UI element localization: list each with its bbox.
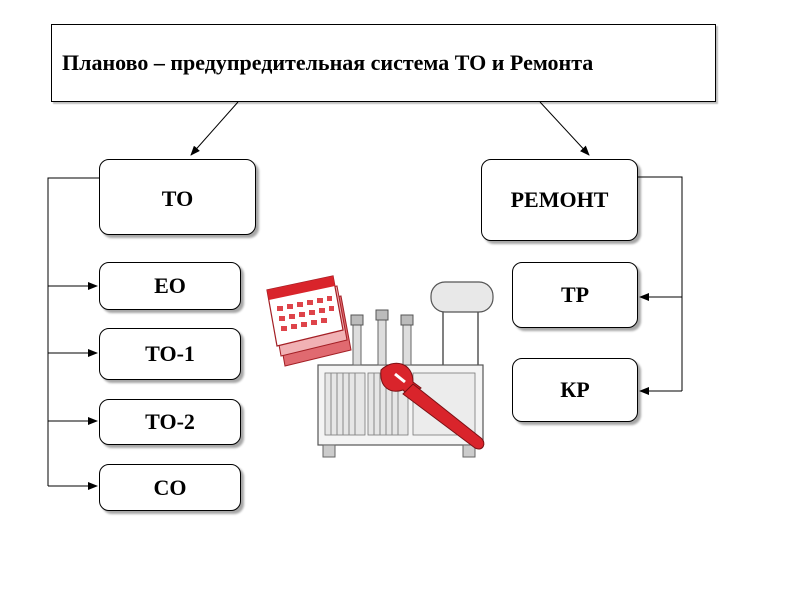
tr-box: ТР [512,262,638,328]
co-box: СО [99,464,241,511]
kr-box: КР [512,358,638,422]
to2-label: ТО-2 [145,409,195,434]
calendar-icon [266,275,352,367]
co-label: СО [153,474,187,500]
arrow-title-to-to [190,101,239,156]
tr-label: ТР [560,282,590,307]
arrow-title-to-remont [539,101,590,156]
bracket-right [638,176,683,391]
eo-label: ЕО [154,273,186,298]
to-label: ТО [161,186,194,211]
system-title-box: Планово – предупредительная система ТО и… [51,24,716,102]
maintenance-illustration [266,275,494,458]
system-title: Планово – предупредительная система ТО и… [62,50,594,75]
to-box: ТО [99,159,256,235]
bracket-left [47,177,99,486]
wrench-icon [380,362,485,450]
eo-box: ЕО [99,262,241,310]
to2-box: ТО-2 [99,399,241,445]
to1-box: ТО-1 [99,328,241,380]
kr-label: КР [560,377,590,402]
to1-label: ТО-1 [145,341,195,366]
remont-box: РЕМОНТ [481,159,638,241]
remont-label: РЕМОНТ [510,187,609,212]
